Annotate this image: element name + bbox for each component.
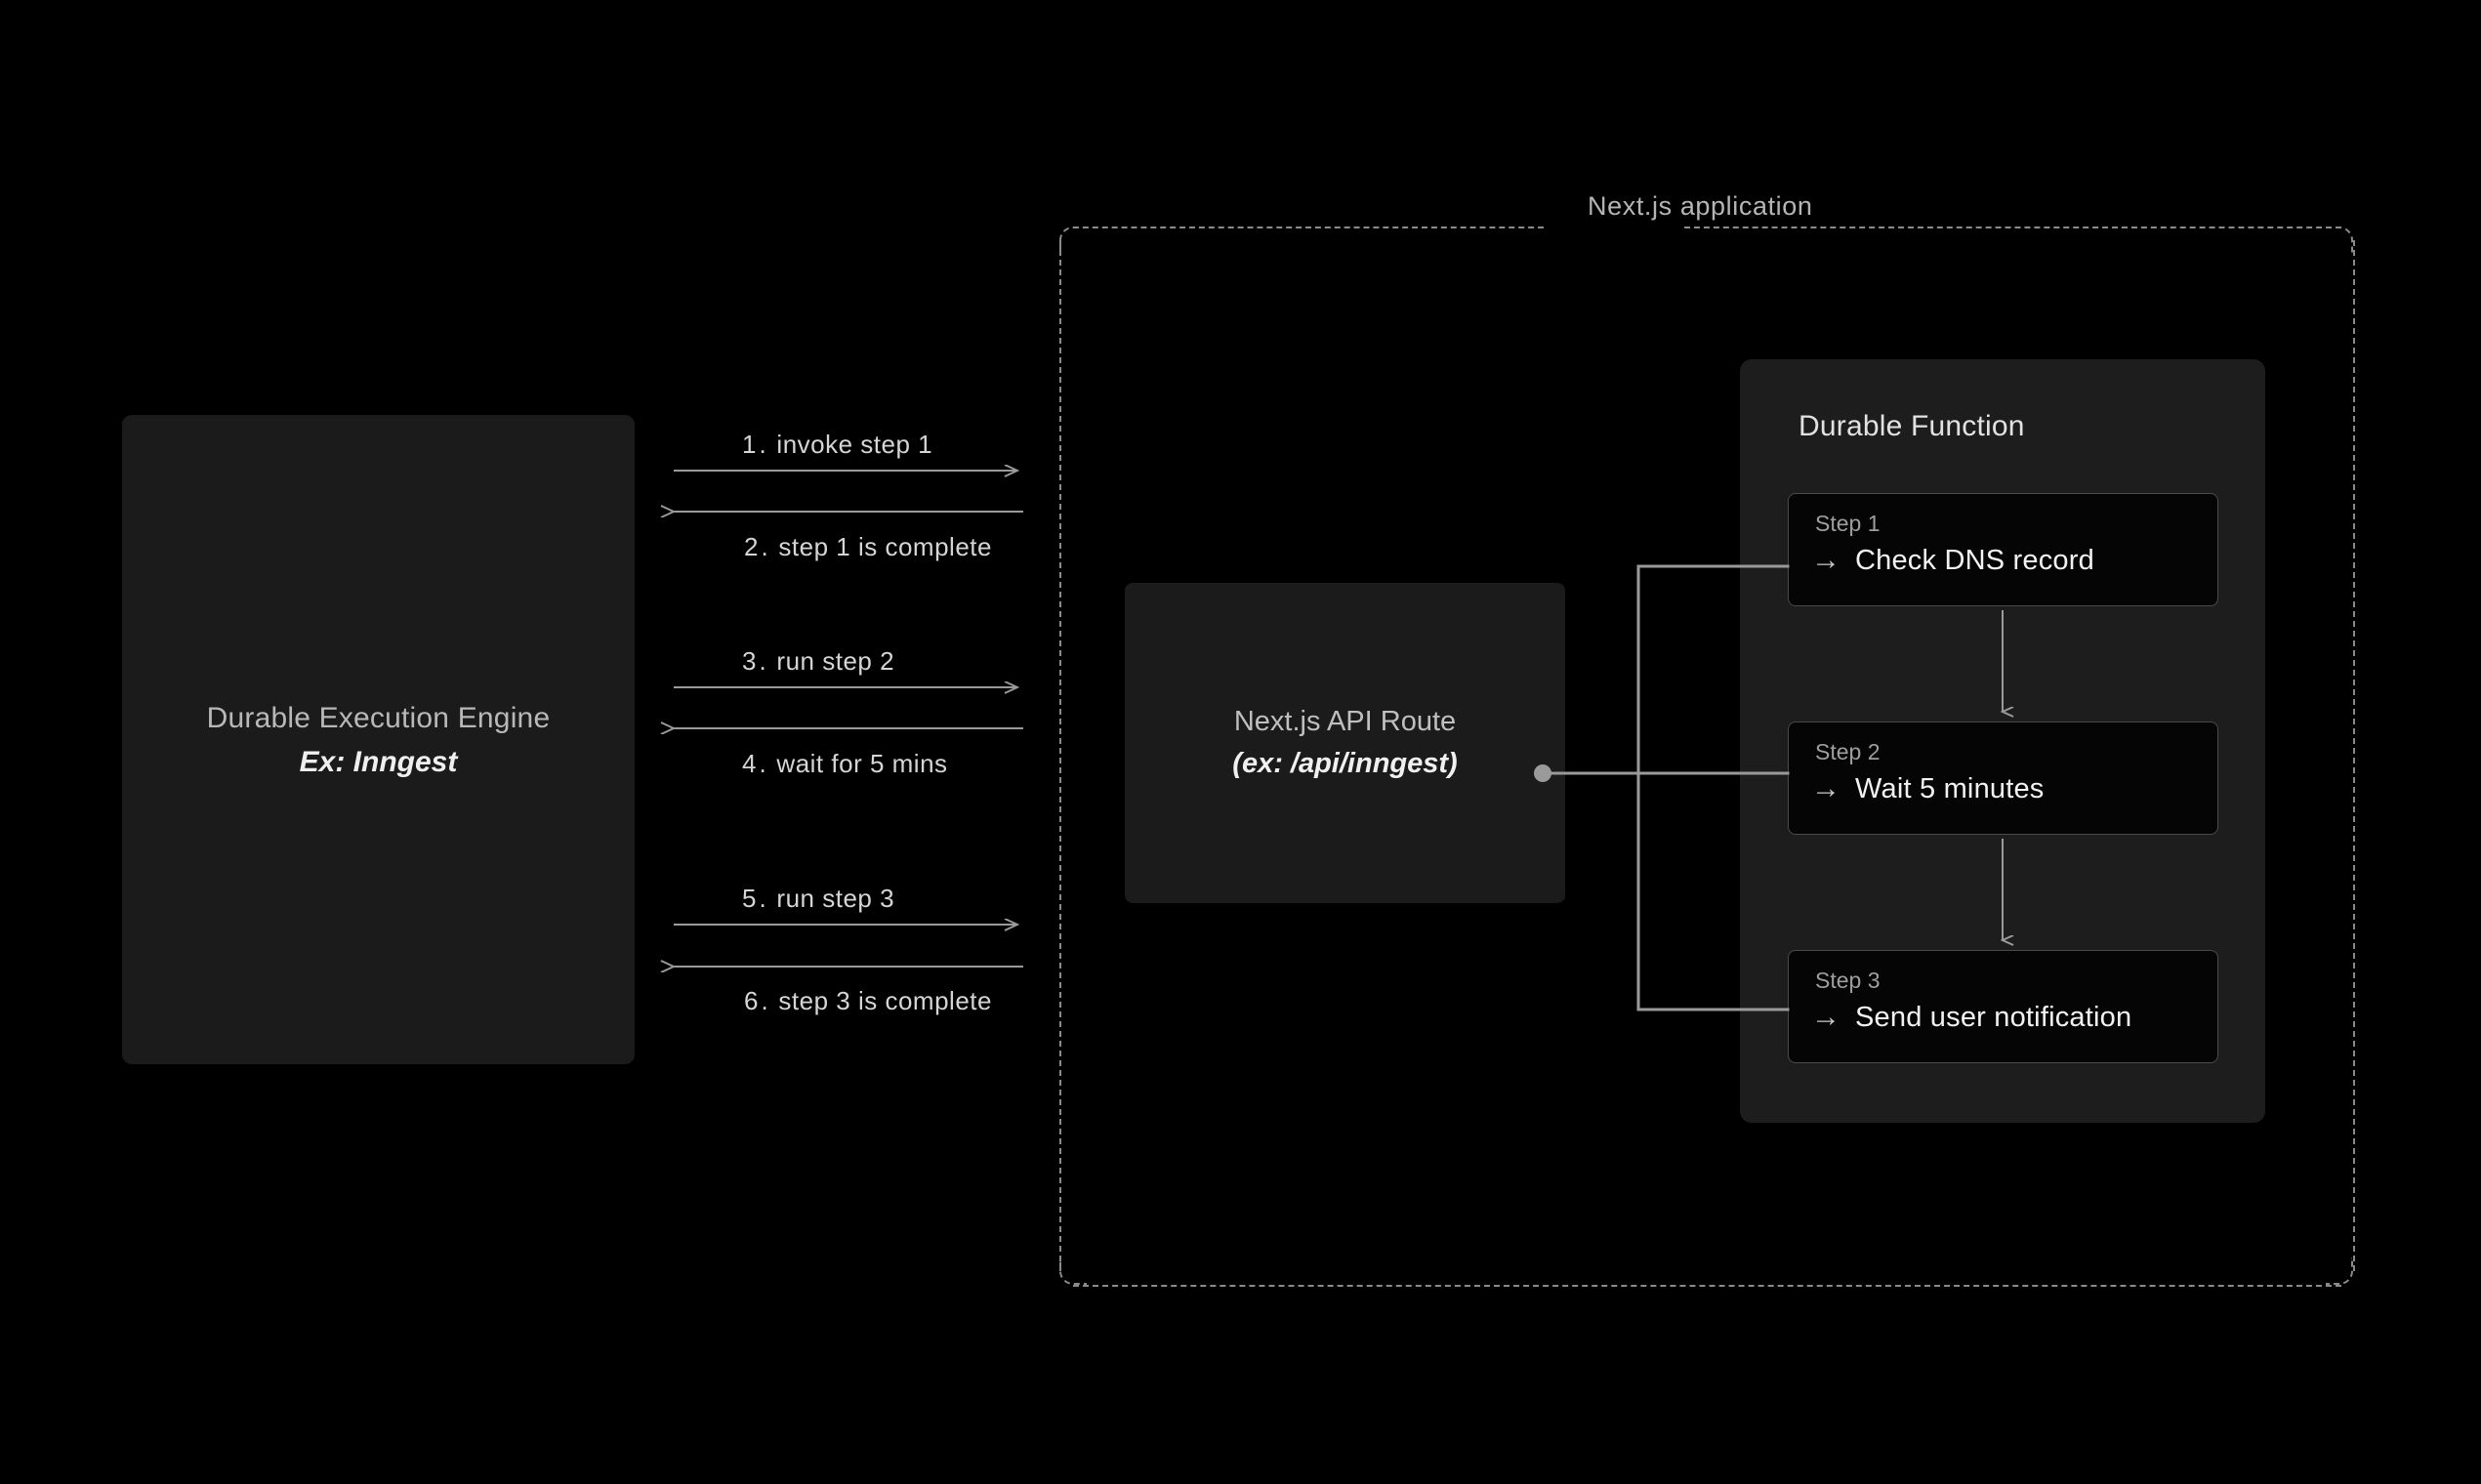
step-1-label: Check DNS record (1855, 545, 2094, 576)
step-2-kicker: Step 2 (1815, 739, 1881, 764)
step-1-row: → Check DNS record (1811, 545, 2094, 577)
durable-execution-engine-box: Durable Execution Engine Ex: Inngest (122, 415, 635, 1064)
step-3-kicker: Step 3 (1815, 968, 1881, 993)
nextjs-application-label: Next.js application (1566, 191, 1835, 222)
arrow-right-icon: → (1811, 1000, 1840, 1033)
nextjs-application-frame (1059, 227, 2355, 1287)
seq-text-4: wait for 5 mins (776, 749, 948, 778)
step-card-2[interactable]: Step 2 → Wait 5 minutes (1788, 721, 2218, 835)
seq-num-6: 6. (744, 986, 771, 1015)
arrow-right-icon: → (1811, 543, 1840, 576)
api-route-subtitle: (ex: /api/inngest) (1232, 748, 1458, 779)
step-card-1[interactable]: Step 1 → Check DNS record (1788, 493, 2218, 606)
seq-num-1: 1. (742, 430, 769, 459)
seq-num-5: 5. (742, 884, 769, 913)
app-frame-corner-tl (1059, 227, 1087, 254)
step-2-label: Wait 5 minutes (1855, 773, 2045, 804)
durable-function-title: Durable Function (1799, 410, 2025, 442)
app-frame-corner-tr (2326, 227, 2353, 254)
seq-num-2: 2. (744, 532, 771, 561)
api-route-title: Next.js API Route (1233, 705, 1457, 737)
seq-label-3: 3. run step 2 (742, 646, 894, 677)
step-3-row: → Send user notification (1811, 1002, 2131, 1034)
app-frame-corner-bl (1059, 1257, 1087, 1285)
seq-text-3: run step 2 (776, 646, 895, 676)
seq-text-6: step 3 is complete (778, 986, 992, 1015)
app-frame-edge-bottom (1073, 1285, 2341, 1287)
seq-num-3: 3. (742, 646, 769, 676)
engine-subtitle: Ex: Inngest (299, 745, 458, 778)
engine-title: Durable Execution Engine (206, 701, 551, 734)
app-frame-edge-left (1059, 240, 1061, 1271)
app-frame-edge-top-right (1684, 227, 2341, 228)
seq-label-1: 1. invoke step 1 (742, 430, 932, 460)
seq-label-2: 2. step 1 is complete (744, 532, 992, 562)
seq-text-1: invoke step 1 (776, 430, 933, 459)
seq-text-2: step 1 is complete (778, 532, 992, 561)
app-frame-edge-right (2353, 240, 2355, 1271)
seq-label-4: 4. wait for 5 mins (742, 749, 948, 779)
seq-num-4: 4. (742, 749, 769, 778)
api-route-connector-dot (1534, 764, 1551, 782)
nextjs-api-route-box: Next.js API Route (ex: /api/inngest) (1125, 583, 1565, 903)
step-card-3[interactable]: Step 3 → Send user notification (1788, 950, 2218, 1063)
step-1-kicker: Step 1 (1815, 511, 1881, 536)
seq-label-6: 6. step 3 is complete (744, 986, 992, 1016)
step-3-label: Send user notification (1855, 1002, 2132, 1033)
app-frame-edge-top-left (1073, 227, 1544, 228)
seq-label-5: 5. run step 3 (742, 884, 894, 914)
step-2-row: → Wait 5 minutes (1811, 773, 2045, 805)
app-frame-corner-br (2326, 1257, 2353, 1285)
seq-text-5: run step 3 (776, 884, 895, 913)
arrow-right-icon: → (1811, 771, 1840, 804)
